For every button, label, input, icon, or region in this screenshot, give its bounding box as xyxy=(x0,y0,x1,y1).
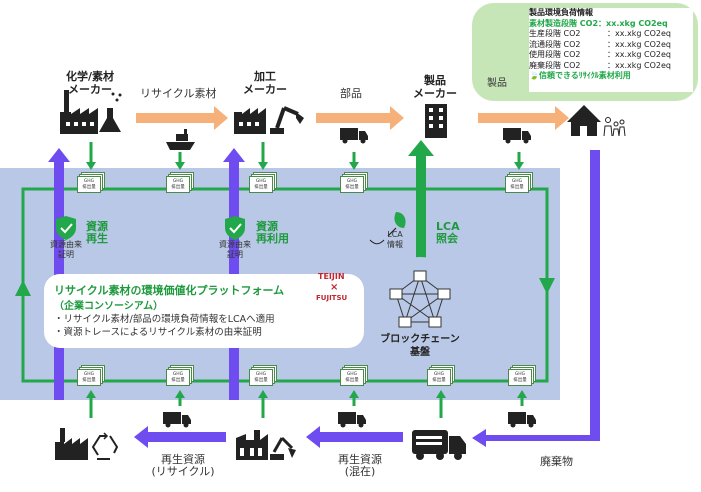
flask-icon xyxy=(99,92,122,132)
info-row: 生産段階 CO2：xx.xkg CO2eq xyxy=(529,29,671,38)
blockchain-icon xyxy=(372,257,468,353)
product-env-info: 製品環境負荷情報 素材製造段階 CO2： xx.xkg CO2eq 生産段階 C… xyxy=(529,8,693,92)
processing-maker-label: 加工 メーカー xyxy=(243,70,287,96)
platform-title: リサイクル素材の環境価値化プラットフォーム xyxy=(54,284,285,297)
truck-icon-bottom2 xyxy=(338,412,366,428)
info-footer: 🍃信頼できるﾘｻｲｸﾙ素材利用 xyxy=(529,71,631,80)
purple-regen-mixed xyxy=(306,426,403,448)
lca-title: LCA 照会 xyxy=(436,220,460,245)
arrow-to-home xyxy=(478,106,569,130)
chemical-maker-label: 化学/素材 メーカー xyxy=(65,70,115,96)
product-maker-label: 製品 メーカー xyxy=(413,74,457,100)
leaf-plug-icon xyxy=(369,212,406,245)
regen-mixed-label: 再生資源 (混在) xyxy=(338,453,382,478)
reuse-title: 資源 再利用 xyxy=(256,220,289,245)
house-icon xyxy=(567,105,601,136)
fujitsu-logo: FUJITSU xyxy=(316,294,348,302)
platform-bullet: ・リサイクル素材/部品の環境負荷情報をLCAへ適用 xyxy=(54,314,275,325)
processing-factory-icon xyxy=(234,108,266,134)
recycled-material-label: リサイクル素材 xyxy=(140,87,217,100)
shield-icon xyxy=(225,216,245,240)
purple-regen-recycle xyxy=(134,426,226,448)
regen-title: 資源 再生 xyxy=(86,220,108,245)
platform-panel xyxy=(44,274,364,348)
shield-icon xyxy=(56,216,76,240)
building-icon xyxy=(425,104,447,138)
down-arrows-top xyxy=(86,142,524,170)
parts-label: 部品 xyxy=(340,87,362,100)
platform-subtitle: （企業コンソーシアム） xyxy=(54,301,164,312)
recycling-factory-icon xyxy=(55,428,88,460)
info-row: 使用段階 CO2：xx.xkg CO2eq xyxy=(529,50,671,59)
info-highlight-value: xx.xkg CO2eq xyxy=(606,18,668,28)
arrow-parts xyxy=(316,106,404,130)
info-highlight-row: 素材製造段階 CO2： xx.xkg CO2eq xyxy=(529,19,693,30)
origin-cert-label: 資源由来 証明 xyxy=(50,240,82,259)
recycle-icon xyxy=(91,432,119,460)
info-highlight-label: 素材製造段階 CO2： xyxy=(529,18,607,28)
blockchain-label: ブロックチェーン 基盤 xyxy=(380,334,460,358)
truck-icon-bottom1 xyxy=(163,412,191,428)
info-row: 廃棄段階 CO2：xx.xkg CO2eq xyxy=(529,60,671,70)
origin-cert-label: 資源由来 証明 xyxy=(219,240,251,259)
lca-info-label: LCA 情報 xyxy=(387,230,403,249)
arrow-recycled-material xyxy=(136,106,228,130)
ship-icon xyxy=(166,129,195,150)
lca-arrow xyxy=(408,140,434,268)
loop-arrow-left xyxy=(15,280,31,296)
waste-label: 廃棄物 xyxy=(540,455,573,468)
family-icon xyxy=(603,117,626,137)
robot-arm-icon xyxy=(270,106,304,134)
truck-icon-top2 xyxy=(503,128,531,144)
cross-mark: × xyxy=(330,282,339,293)
info-title: 製品環境負荷情報 xyxy=(529,8,593,17)
product-label: 製品 xyxy=(487,78,507,89)
platform-bullet: ・資源トレースによるリサイクル素材の由来証明 xyxy=(54,327,262,338)
loop-arrow-right xyxy=(539,278,555,294)
factory-icon xyxy=(60,90,98,134)
truck-icon-top1 xyxy=(340,128,368,144)
excavator-icon xyxy=(270,436,296,460)
sorting-plant-icon xyxy=(236,430,268,460)
leaf-icon: 🍃 xyxy=(529,71,539,80)
regen-recycle-label: 再生資源 (リサイクル) xyxy=(151,453,215,478)
garbage-truck-icon xyxy=(412,430,466,460)
info-row: 流通段階 CO2：xx.xkg CO2eq xyxy=(529,39,671,49)
teijin-logo: TEIJIN xyxy=(318,272,345,281)
up-arrows-bottom xyxy=(86,390,527,418)
truck-icon-bottom3 xyxy=(508,412,536,428)
